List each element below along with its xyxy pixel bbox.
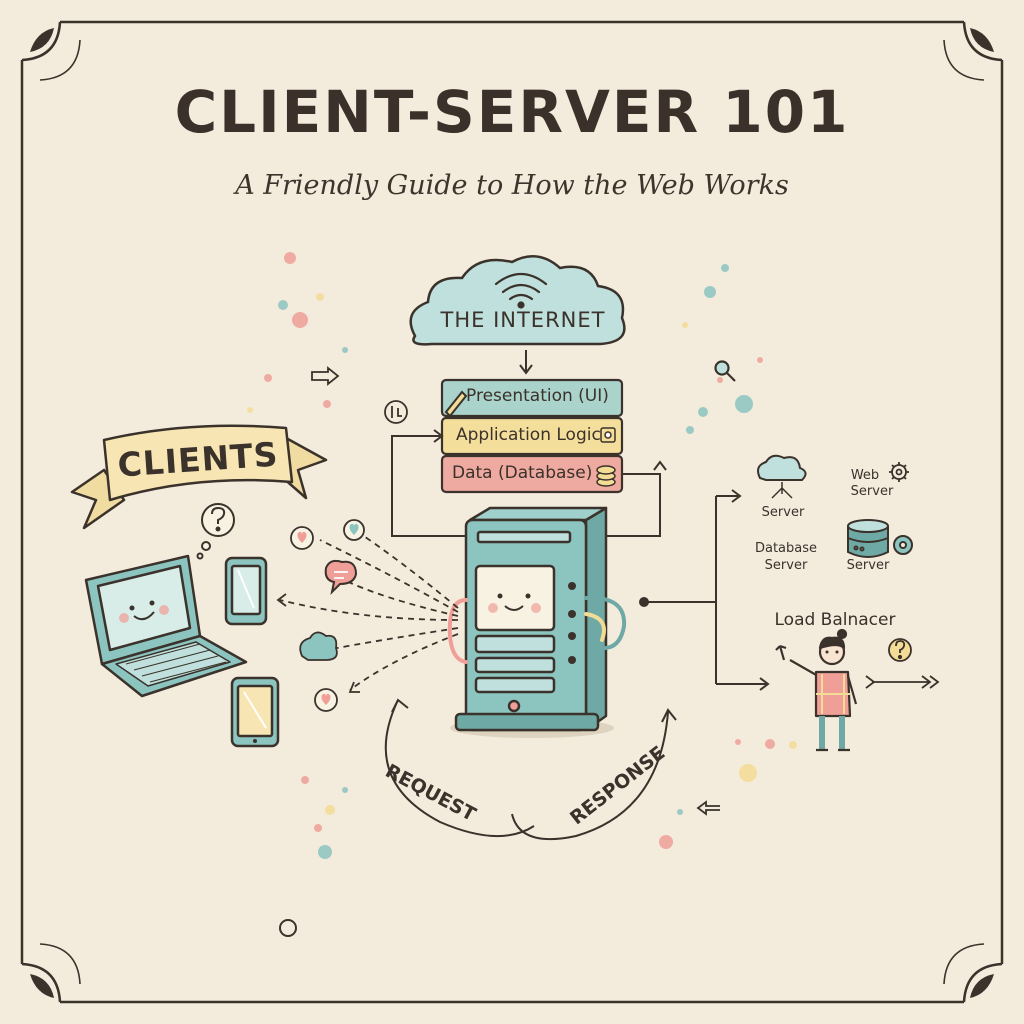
- request-response-arrows: [384, 698, 677, 841]
- layer-presentation-label: Presentation (UI): [466, 386, 609, 406]
- server-label: Server: [846, 558, 890, 573]
- load-balancer-person: [775, 628, 858, 752]
- confetti-dots: [247, 252, 797, 859]
- coins-icon: [596, 465, 616, 487]
- web-server-label-line1: Web: [850, 468, 880, 483]
- stack-server-connectors: [391, 429, 667, 537]
- laptop-device: [84, 554, 248, 698]
- wifi-icon: [494, 272, 548, 309]
- layer-stack: [440, 378, 624, 494]
- cloud-server-icon: [757, 454, 807, 499]
- server-cables: [447, 595, 627, 664]
- load-balancer-label: Load Balnacer: [774, 610, 896, 630]
- tablet-device: [230, 676, 280, 748]
- page-subtitle: A Friendly Guide to How the Web Works: [235, 170, 789, 201]
- layer-application-label: Application Logic: [456, 425, 601, 445]
- pencil-icon: [444, 390, 468, 418]
- sync-icon: [384, 400, 408, 424]
- server-face-icon: [488, 593, 541, 613]
- web-server-label-line2: Server: [850, 484, 894, 499]
- chat-bubble-icon: [324, 559, 358, 596]
- dashed-flow-lines: [279, 527, 459, 691]
- layer-presentation-box: [440, 378, 624, 418]
- layer-data-label: Data (Database): [452, 463, 593, 483]
- cloud-server-label: Server: [761, 505, 805, 520]
- page-title: CLIENT-SERVER 101: [174, 78, 850, 146]
- corner-leaf-icons: [30, 28, 994, 998]
- laptop-face-icon: [119, 600, 169, 623]
- database-server-label-line1: Database: [754, 541, 818, 556]
- search-icon: [714, 360, 736, 382]
- decorative-frame: [20, 20, 1004, 1004]
- small-cloud-icon: [299, 631, 338, 661]
- web-server-gear-icon: [889, 462, 909, 482]
- clients-banner: [70, 424, 328, 530]
- database-server-label-line2: Server: [764, 558, 808, 573]
- smartphone-device: [224, 556, 268, 626]
- question-bubble-icon: [196, 503, 235, 560]
- flow-arrowheads: [276, 593, 360, 693]
- internet-label: THE INTERNET: [440, 308, 606, 332]
- question-mark-icon: [888, 638, 912, 662]
- heart-bubble-icon: [290, 519, 365, 712]
- internet-cloud: [409, 255, 626, 346]
- gear-stack-icon: [600, 427, 616, 443]
- cloud-to-stack-arrow: [519, 350, 533, 375]
- server-to-infra-connectors: [639, 489, 770, 691]
- server-tower: [450, 506, 614, 738]
- database-server-icon: [847, 519, 913, 558]
- laptop-keyboard-keys: [125, 643, 227, 683]
- doodle-arrows: [311, 366, 940, 816]
- circle-doodle: [279, 919, 297, 937]
